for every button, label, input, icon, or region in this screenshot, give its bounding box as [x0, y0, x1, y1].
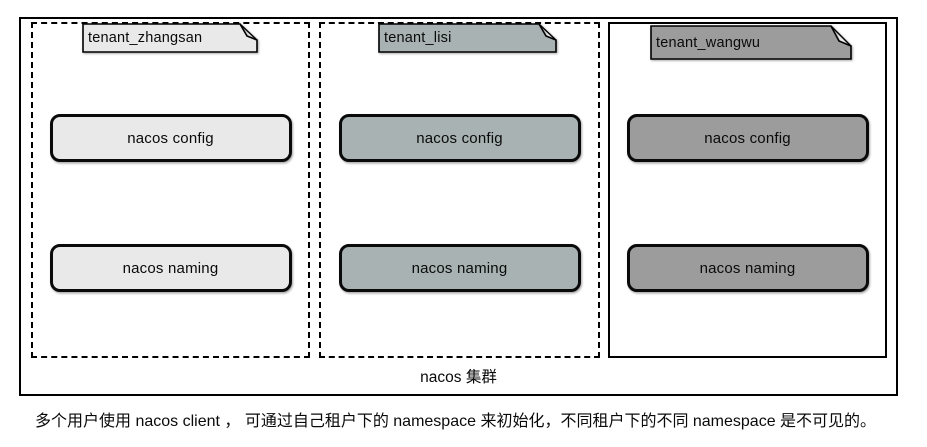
- tenant-zone-lisi: tenant_lisi nacos config nacos naming: [319, 22, 600, 358]
- tenant-name-label: tenant_zhangsan: [88, 30, 203, 46]
- note-fold-line: [538, 23, 557, 41]
- tenant-zone-zhangsan: tenant_zhangsan nacos config nacos namin…: [31, 22, 310, 358]
- cluster-label: nacos 集群: [420, 369, 497, 386]
- service-label: nacos config: [127, 129, 214, 147]
- service-box-naming: nacos naming: [626, 244, 869, 292]
- note-fold-line: [239, 23, 258, 41]
- caption-text: 多个用户使用 nacos client ， 可通过自己租户下的 namespac…: [35, 413, 877, 430]
- tenant-zone-wangwu: tenant_wangwu nacos config nacos naming: [608, 22, 887, 358]
- tenant-note-zhangsan: tenant_zhangsan: [82, 23, 258, 53]
- tenant-note-wangwu: tenant_wangwu: [650, 25, 852, 60]
- note-fold-line: [830, 25, 852, 47]
- service-box-naming: nacos naming: [338, 244, 581, 292]
- note-icon: [378, 23, 557, 53]
- service-box-config: nacos config: [626, 114, 869, 162]
- service-label: nacos naming: [699, 259, 796, 277]
- service-box-naming: nacos naming: [49, 244, 292, 292]
- tenant-name-label: tenant_lisi: [384, 30, 452, 46]
- service-box-config: nacos config: [49, 114, 292, 162]
- note-icon: [650, 25, 852, 60]
- service-box-config: nacos config: [338, 114, 581, 162]
- tenant-note-lisi: tenant_lisi: [378, 23, 557, 53]
- service-label: nacos naming: [122, 259, 219, 277]
- service-label: nacos naming: [411, 259, 508, 277]
- note-icon: [82, 23, 258, 53]
- service-label: nacos config: [704, 129, 791, 147]
- service-label: nacos config: [416, 129, 503, 147]
- nacos-cluster-box: tenant_zhangsan nacos config nacos namin…: [19, 17, 898, 396]
- tenant-name-label: tenant_wangwu: [656, 34, 761, 51]
